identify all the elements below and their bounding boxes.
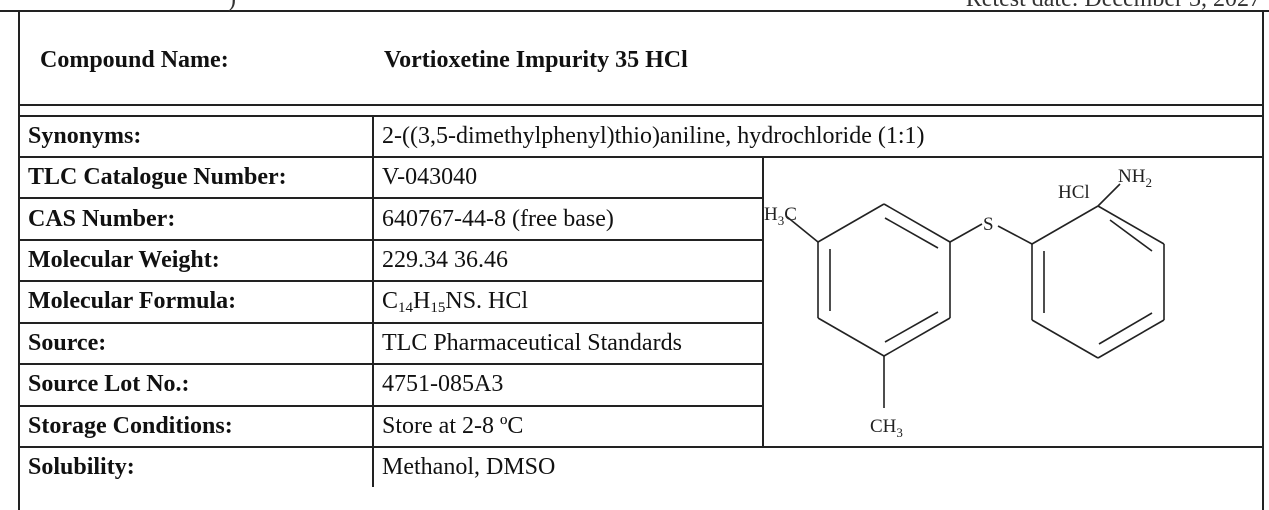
- solubility-label: Solubility:: [18, 446, 374, 487]
- molecular-formula-label: Molecular Formula:: [18, 280, 374, 324]
- table-row-storage: Storage Conditions: Store at 2-8 ºC: [18, 404, 1263, 449]
- source-value: TLC Pharmaceutical Standards: [372, 321, 764, 366]
- compound-name-row: Compound Name: Vortioxetine Impurity 35 …: [18, 10, 1264, 106]
- molecular-formula-value: C14H15NS. HCl: [372, 280, 764, 324]
- retest-date: Retest date: December 3, 2027: [966, 0, 1261, 13]
- table-row-cas: CAS Number: 640767-44-8 (free base): [18, 197, 1263, 241]
- table-row-source: Source: TLC Pharmaceutical Standards: [18, 321, 1263, 366]
- compound-name-label: Compound Name:: [40, 47, 229, 73]
- table-row-molecular-formula: Molecular Formula: C14H15NS. HCl: [18, 280, 1263, 324]
- table-row-source-lot: Source Lot No.: 4751-085A3: [18, 363, 1263, 407]
- source-lot-value: 4751-085A3: [372, 363, 764, 407]
- nh2-label: NH2: [1118, 166, 1152, 190]
- structure-bonds: [785, 183, 1165, 408]
- h3c-label: H3C: [764, 204, 797, 228]
- compound-info-table: Synonyms: 2-((3,5-dimethylphenyl)thio)an…: [18, 115, 1264, 487]
- solubility-value: Methanol, DMSO: [372, 446, 1264, 487]
- top-rule: [0, 10, 1269, 12]
- structure-labels: HCl NH2 H3C S CH3: [764, 166, 1152, 440]
- table-row-molecular-weight: Molecular Weight: 229.34 36.46: [18, 238, 1263, 283]
- cas-number-label: CAS Number:: [18, 197, 374, 241]
- molecular-weight-value: 229.34 36.46: [372, 238, 764, 283]
- source-label: Source:: [18, 321, 374, 366]
- hcl-label: HCl: [1058, 182, 1090, 203]
- sulfur-label: S: [983, 214, 994, 235]
- source-lot-label: Source Lot No.:: [18, 363, 374, 407]
- table-row-catalogue: TLC Catalogue Number: V-043040: [18, 155, 1264, 448]
- header-left-fragment: ): [228, 0, 236, 13]
- storage-conditions-label: Storage Conditions:: [18, 404, 374, 449]
- chemical-structure-diagram: HCl NH2 H3C S CH3: [764, 166, 1165, 440]
- storage-conditions-value: Store at 2-8 ºC: [372, 404, 764, 449]
- table-row-solubility: Solubility: Methanol, DMSO: [18, 446, 1264, 487]
- cas-number-value: 640767-44-8 (free base): [372, 197, 764, 241]
- molecular-weight-label: Molecular Weight:: [18, 238, 374, 283]
- ch3-label: CH3: [870, 416, 903, 440]
- synonyms-value: 2-((3,5-dimethylphenyl)thio)aniline, hyd…: [372, 115, 1264, 158]
- table-row-synonyms: Synonyms: 2-((3,5-dimethylphenyl)thio)an…: [18, 115, 1264, 158]
- synonyms-label: Synonyms:: [18, 115, 374, 158]
- compound-name-value: Vortioxetine Impurity 35 HCl: [384, 47, 688, 73]
- structure-cell: HCl NH2 H3C S CH3: [762, 156, 1264, 448]
- catalogue-number-value: V-043040: [372, 155, 764, 200]
- catalogue-number-label: TLC Catalogue Number:: [18, 155, 374, 200]
